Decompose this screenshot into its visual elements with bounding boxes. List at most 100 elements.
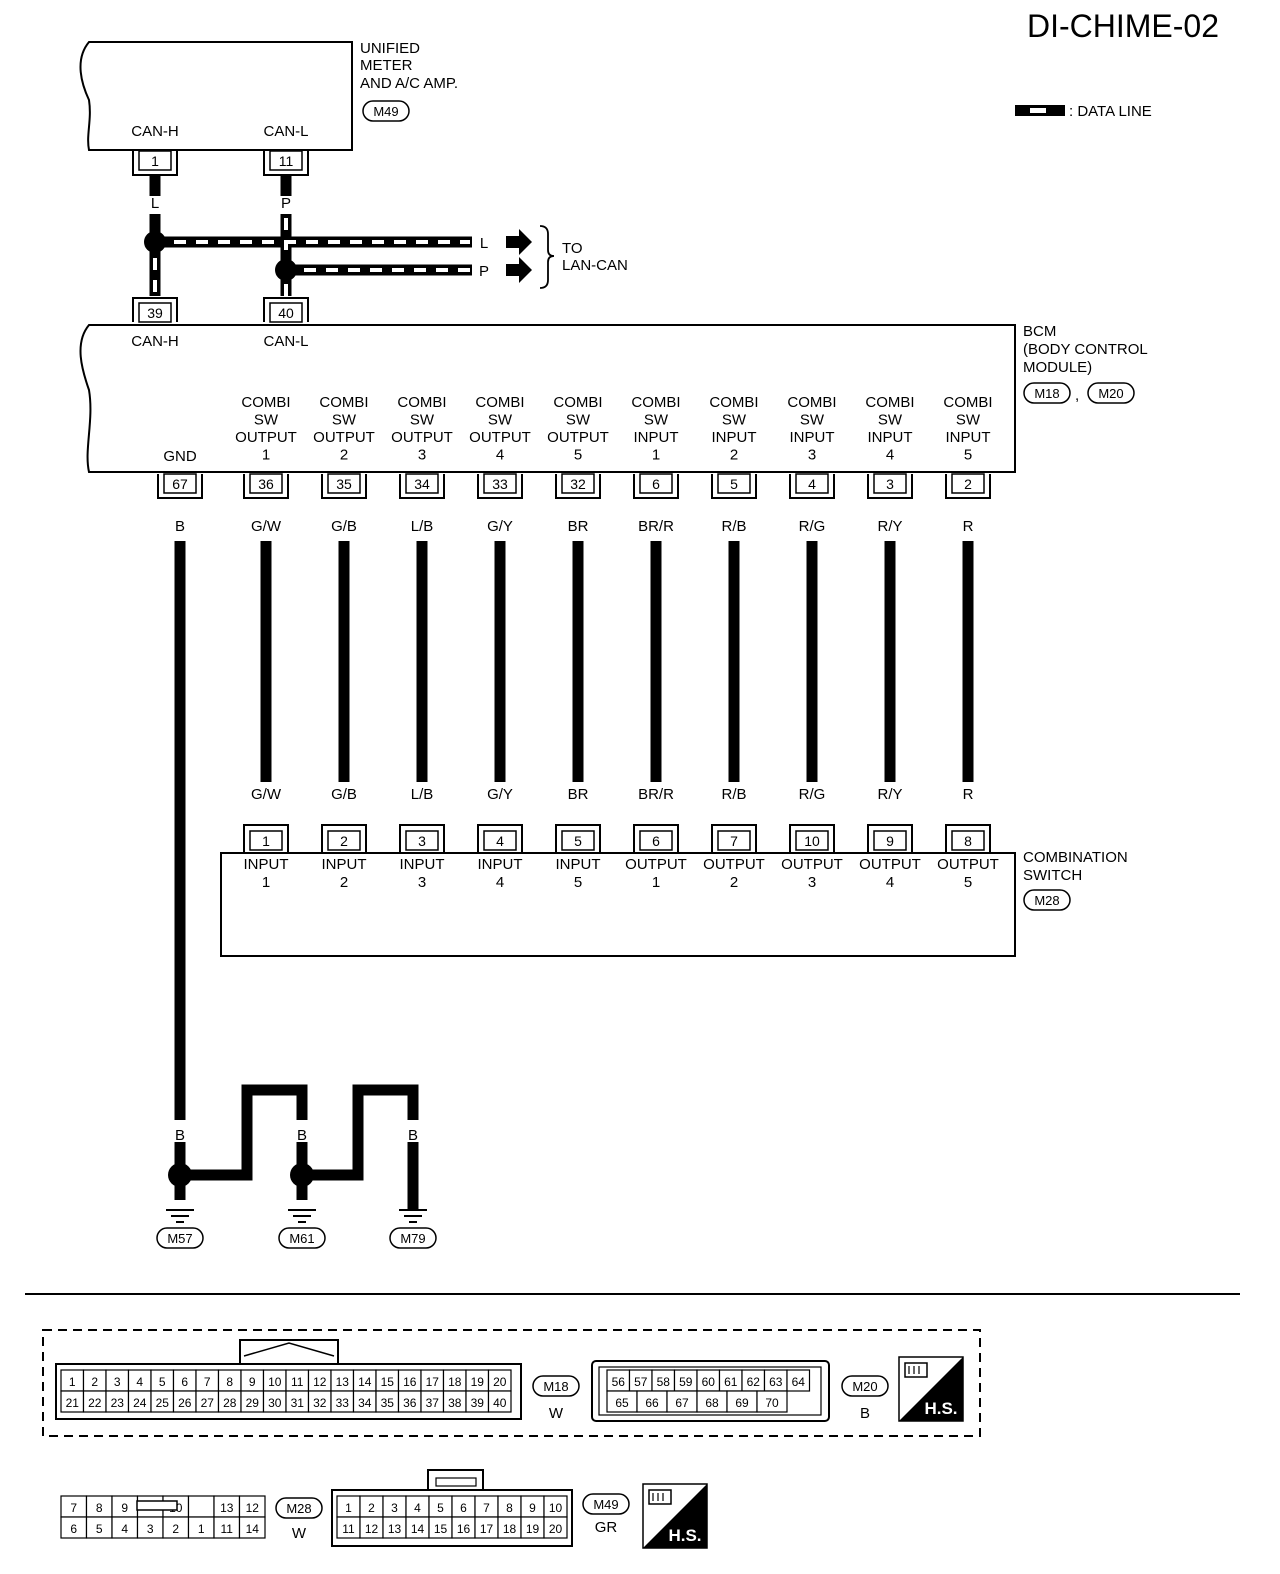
switch-terminal-label: 3 xyxy=(808,874,816,891)
switch-terminal-label: INPUT xyxy=(400,856,445,873)
m28-pin-number: 14 xyxy=(246,1522,260,1536)
m20-color-label: B xyxy=(860,1405,870,1422)
m18-housing xyxy=(55,1363,522,1420)
m18-color-label: W xyxy=(549,1405,564,1422)
bcm-terminal-label: 1 xyxy=(652,447,660,464)
bcm-wire-color-label: BR/R xyxy=(638,518,674,535)
switch-terminal-label: 3 xyxy=(418,874,426,891)
switch-wire-color-label: BR/R xyxy=(638,786,674,803)
m20-pin-number: 61 xyxy=(724,1375,738,1389)
switch-terminal-label: OUTPUT xyxy=(703,856,765,873)
bcm-pin-housing xyxy=(867,474,913,499)
badge-m28-id: M28 xyxy=(286,1501,311,1516)
m20-pin-number: 63 xyxy=(769,1375,783,1389)
bcm-terminal-label: COMBI xyxy=(709,394,758,411)
switch-pin-number: 1 xyxy=(262,833,270,849)
bcm-gnd-label: GND xyxy=(163,448,197,465)
bcm-terminal-label: COMBI xyxy=(553,394,602,411)
m49-pin-number: 1 xyxy=(345,1501,352,1515)
switch-pin-housing xyxy=(321,824,367,852)
m18-pin-number: 19 xyxy=(471,1375,485,1389)
m49-pin-number: 6 xyxy=(460,1501,467,1515)
bcm-pin-number: 6 xyxy=(652,476,660,492)
gnd-wire-top-label: B xyxy=(175,518,185,535)
bcm-terminal-label: INPUT xyxy=(946,429,991,446)
hs-label-top: H.S. xyxy=(924,1399,957,1418)
meter-name-line-1: UNIFIED xyxy=(360,40,420,57)
bcm-terminal-label: SW xyxy=(410,412,435,429)
bcm-pin-housing xyxy=(399,474,445,499)
data-line-legend-label: : DATA LINE xyxy=(1069,103,1152,120)
meter-pin-11: 11 xyxy=(263,150,309,176)
m28-key xyxy=(136,1500,178,1511)
m18-pin-number: 30 xyxy=(268,1396,282,1410)
m20-pin-number: 66 xyxy=(645,1396,659,1410)
switch-pin-box xyxy=(561,830,595,851)
m20-pin-number: 65 xyxy=(615,1396,629,1410)
bcm-pin-housing xyxy=(477,474,523,499)
switch-pin-box xyxy=(795,830,829,851)
bcm-box xyxy=(79,324,1016,473)
bcm-pin-housing xyxy=(945,474,991,499)
m18-pin-number: 37 xyxy=(426,1396,440,1410)
bcm-terminal-label: 3 xyxy=(418,447,426,464)
bcm-terminal-label: INPUT xyxy=(790,429,835,446)
m49-pin-number: 9 xyxy=(529,1501,536,1515)
m49-pin-number: 12 xyxy=(365,1522,379,1536)
switch-pin-number: 5 xyxy=(574,833,582,849)
m49-cell xyxy=(543,1516,568,1539)
m18-pin-number: 35 xyxy=(381,1396,395,1410)
harness-side-icon-bottom: H.S. xyxy=(642,1483,708,1549)
bcm-terminal-label: COMBI xyxy=(241,394,290,411)
bcm-wire-color-label: R/Y xyxy=(877,518,902,535)
bcm-connector-m20-id: M20 xyxy=(1098,386,1123,401)
bcm-name-line-2: (BODY CONTROL xyxy=(1023,341,1148,358)
m28-pin-number: 8 xyxy=(96,1501,103,1515)
bcm-connector-m18-id: M18 xyxy=(1034,386,1059,401)
m18-pin-number: 13 xyxy=(336,1375,350,1389)
bcm-pin-box xyxy=(561,473,595,494)
switch-terminal-label: OUTPUT xyxy=(859,856,921,873)
m28-pin-number: 3 xyxy=(147,1522,154,1536)
combination-switch-connector-id: M28 xyxy=(1034,893,1059,908)
bcm-terminal-label: OUTPUT xyxy=(313,429,375,446)
m49-pin-number: 3 xyxy=(391,1501,398,1515)
switch-terminal-label: INPUT xyxy=(556,856,601,873)
m49-pin-number: 13 xyxy=(388,1522,402,1536)
badge-m28: M28 xyxy=(275,1497,323,1519)
bcm-terminal-label: 5 xyxy=(964,447,972,464)
meter-can-l-label: CAN-L xyxy=(263,123,308,140)
m18-pin-number: 4 xyxy=(136,1375,143,1389)
lan-can-wire-l-label: L xyxy=(480,235,488,252)
bcm-terminal-label: 5 xyxy=(574,447,582,464)
switch-pin-box xyxy=(873,830,907,851)
can-data-lines xyxy=(149,176,472,296)
m20-pin-number: 62 xyxy=(747,1375,761,1389)
m18-pin-number: 26 xyxy=(178,1396,192,1410)
bcm-terminal-label: 2 xyxy=(340,447,348,464)
bcm-pin-number: 34 xyxy=(414,476,430,492)
m20-pin-number: 69 xyxy=(735,1396,749,1410)
bcm-terminal-label: SW xyxy=(878,412,903,429)
bcm-wire-color-label: R xyxy=(963,518,974,535)
m18-pin-number: 27 xyxy=(201,1396,215,1410)
meter-name-line-3: AND A/C AMP. xyxy=(360,75,458,92)
bcm-pin-number: 5 xyxy=(730,476,738,492)
bcm-pin-housing xyxy=(711,474,757,499)
bcm-terminal-label: SW xyxy=(566,412,591,429)
m28-pin-number: 7 xyxy=(70,1501,77,1515)
bcm-terminal-label: INPUT xyxy=(868,429,913,446)
switch-pin-box xyxy=(951,830,985,851)
bcm-pin-39: 39 xyxy=(132,297,178,323)
bcm-terminal-label: OUTPUT xyxy=(469,429,531,446)
switch-terminal-label: 5 xyxy=(964,874,972,891)
ground-badge-m57: M57 xyxy=(156,1227,204,1249)
m28-pin-number: 1 xyxy=(198,1522,205,1536)
m18-pin-number: 23 xyxy=(111,1396,125,1410)
bcm-terminal-label: SW xyxy=(488,412,513,429)
m49-key xyxy=(427,1469,484,1491)
